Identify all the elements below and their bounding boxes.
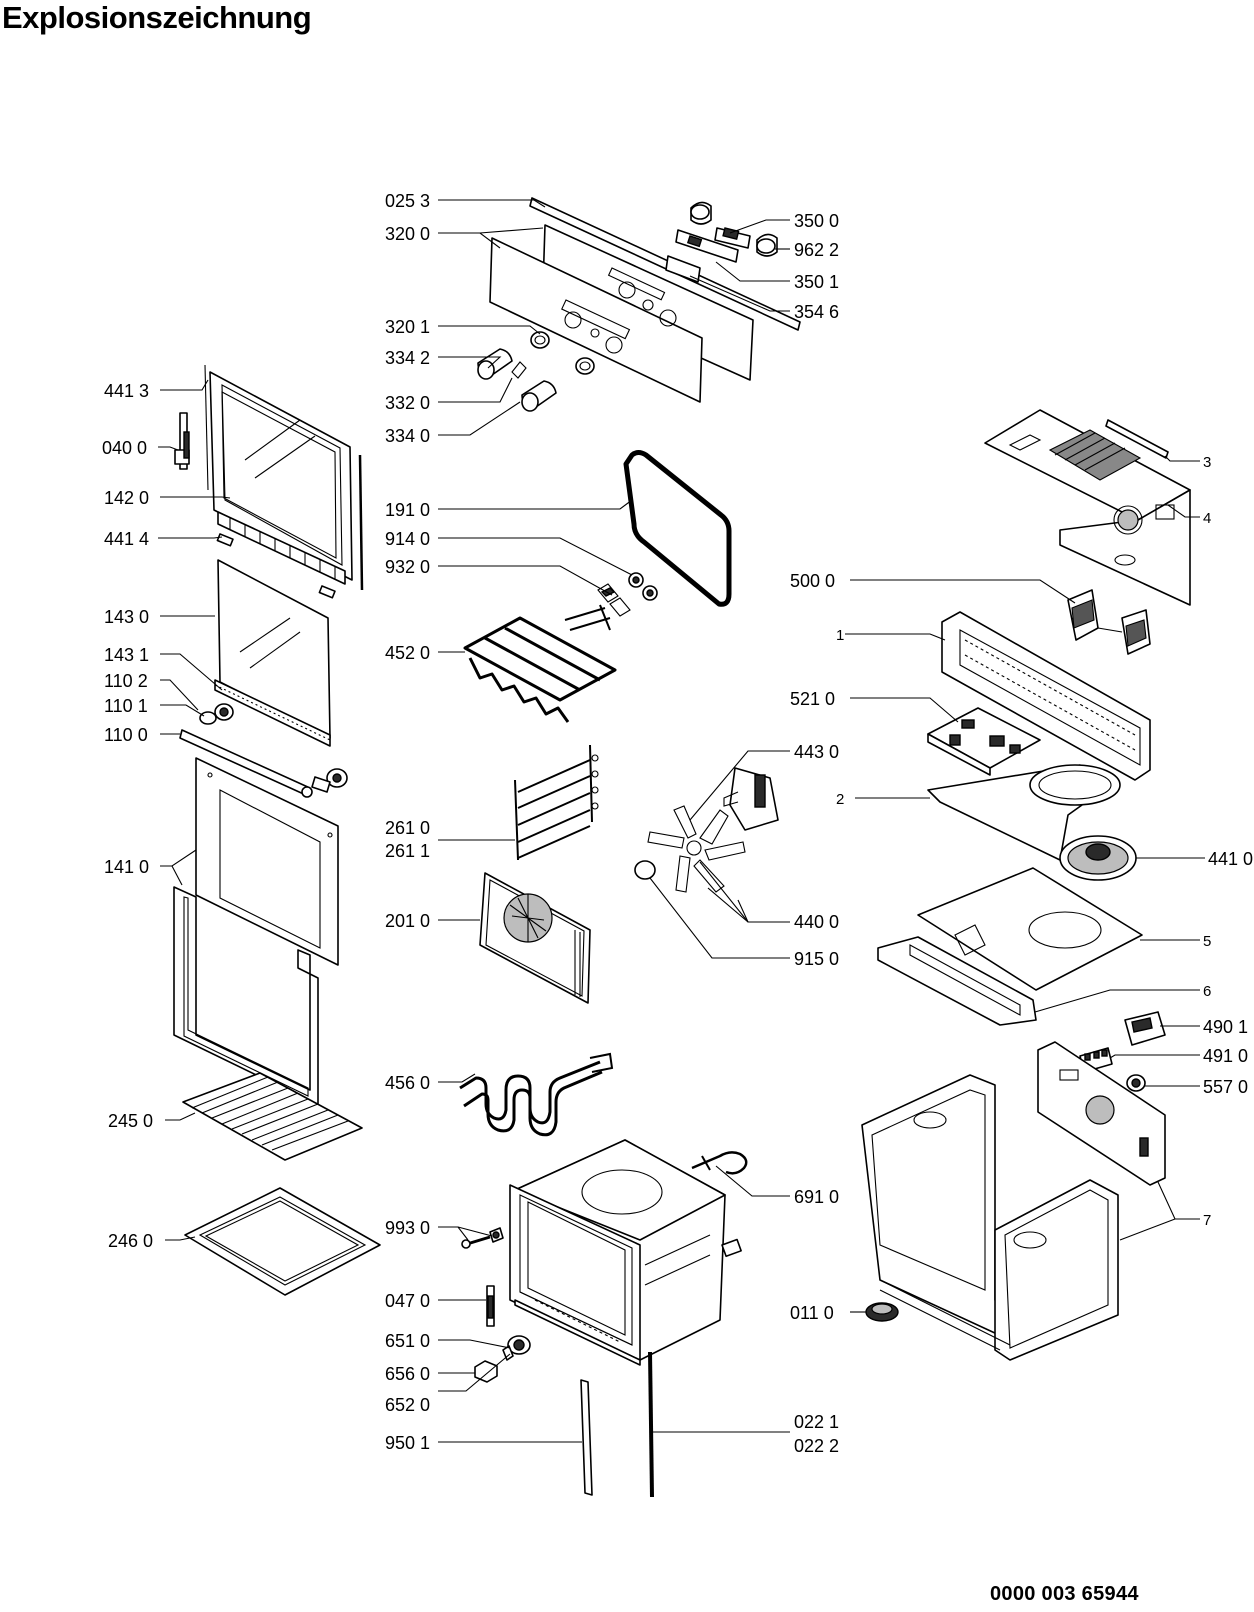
label-9320: 932 0 <box>385 557 430 577</box>
label-9930: 993 0 <box>385 1218 430 1238</box>
part-labels: 025 3 320 0 320 1 334 2 332 0 334 0 350 … <box>102 191 1253 1456</box>
label-2010: 201 0 <box>385 911 430 931</box>
label-6910: 691 0 <box>794 1187 839 1207</box>
label-4430: 443 0 <box>794 742 839 762</box>
side-seals-part <box>580 1351 654 1498</box>
label-4400: 440 0 <box>794 912 839 932</box>
label-4410: 441 0 <box>1208 849 1253 869</box>
front-frame-part <box>941 611 1151 781</box>
label-3500: 350 0 <box>794 211 839 231</box>
wire-shelf-part <box>182 1072 363 1161</box>
label-1431: 143 1 <box>104 645 149 665</box>
label-3200: 320 0 <box>385 224 430 244</box>
door-assembly-part <box>173 364 364 1106</box>
label-2450: 245 0 <box>108 1111 153 1131</box>
label-9150: 915 0 <box>794 949 839 969</box>
sensor-part <box>691 1151 748 1175</box>
label-3501: 350 1 <box>794 272 839 292</box>
label-n6: 6 <box>1203 983 1211 1000</box>
door-seal-part <box>623 450 732 607</box>
document-number: 0000 003 65944 <box>990 1583 1139 1605</box>
label-n5: 5 <box>1203 933 1211 950</box>
fan-shroud-part <box>927 764 1121 861</box>
label-n1: 1 <box>836 627 844 644</box>
control-board-part <box>927 707 1041 776</box>
label-1420: 142 0 <box>104 488 149 508</box>
fan-motor-part <box>634 767 779 893</box>
cooling-fan-part <box>1059 835 1137 881</box>
label-0400: 040 0 <box>102 438 147 458</box>
label-6510: 651 0 <box>385 1331 430 1351</box>
label-9140: 914 0 <box>385 529 430 549</box>
label-4414: 441 4 <box>104 529 149 549</box>
label-1102: 110 2 <box>104 671 148 691</box>
label-1101: 110 1 <box>104 696 148 716</box>
label-6560: 656 0 <box>385 1364 430 1384</box>
base-plate-part <box>877 867 1143 1026</box>
label-2460: 246 0 <box>108 1231 153 1251</box>
fan-cover-part <box>479 872 591 1004</box>
label-4413: 441 3 <box>104 381 149 401</box>
label-4901: 490 1 <box>1203 1017 1248 1037</box>
label-1100: 110 0 <box>104 725 148 745</box>
label-0222: 022 2 <box>794 1436 839 1456</box>
small-parts <box>461 1227 531 1383</box>
chassis-part <box>861 1041 1166 1361</box>
label-2610: 261 0 <box>385 818 430 838</box>
foot-part <box>865 1302 899 1322</box>
label-9501: 950 1 <box>385 1433 430 1453</box>
control-panel-part <box>477 197 801 412</box>
label-5570: 557 0 <box>1203 1077 1248 1097</box>
label-n3: 3 <box>1203 454 1211 471</box>
label-2611: 261 1 <box>385 841 430 861</box>
label-9622: 962 2 <box>794 240 839 260</box>
label-1910: 191 0 <box>385 500 430 520</box>
label-3320: 332 0 <box>385 393 430 413</box>
label-3342: 334 2 <box>385 348 430 368</box>
label-0253: 025 3 <box>385 191 430 211</box>
label-3340: 334 0 <box>385 426 430 446</box>
label-5210: 521 0 <box>790 689 835 709</box>
label-3546: 354 6 <box>794 302 839 322</box>
label-3201: 320 1 <box>385 317 430 337</box>
label-6520: 652 0 <box>385 1395 430 1415</box>
label-n4: 4 <box>1203 510 1211 527</box>
label-4560: 456 0 <box>385 1073 430 1093</box>
heating-element-part <box>459 1052 614 1137</box>
baking-tray-part <box>184 1187 381 1296</box>
label-0470: 047 0 <box>385 1291 430 1311</box>
leader-lines <box>158 199 1205 1443</box>
label-n7: 7 <box>1203 1212 1211 1229</box>
label-4520: 452 0 <box>385 643 430 663</box>
label-4910: 491 0 <box>1203 1046 1248 1066</box>
label-1410: 141 0 <box>104 857 149 877</box>
oven-cavity-part <box>509 1139 742 1366</box>
grill-element-part <box>463 572 658 723</box>
label-0110: 011 0 <box>790 1303 834 1323</box>
switch-block-part <box>1067 589 1151 655</box>
label-n2: 2 <box>836 791 844 808</box>
page-title: Explosionszeichnung <box>2 0 312 35</box>
label-1430: 143 0 <box>104 607 149 627</box>
side-rails-part <box>514 744 599 861</box>
top-cover-part <box>984 409 1191 606</box>
parts-drawing <box>173 197 1191 1498</box>
label-5000: 500 0 <box>790 571 835 591</box>
label-0221: 022 1 <box>794 1412 839 1432</box>
